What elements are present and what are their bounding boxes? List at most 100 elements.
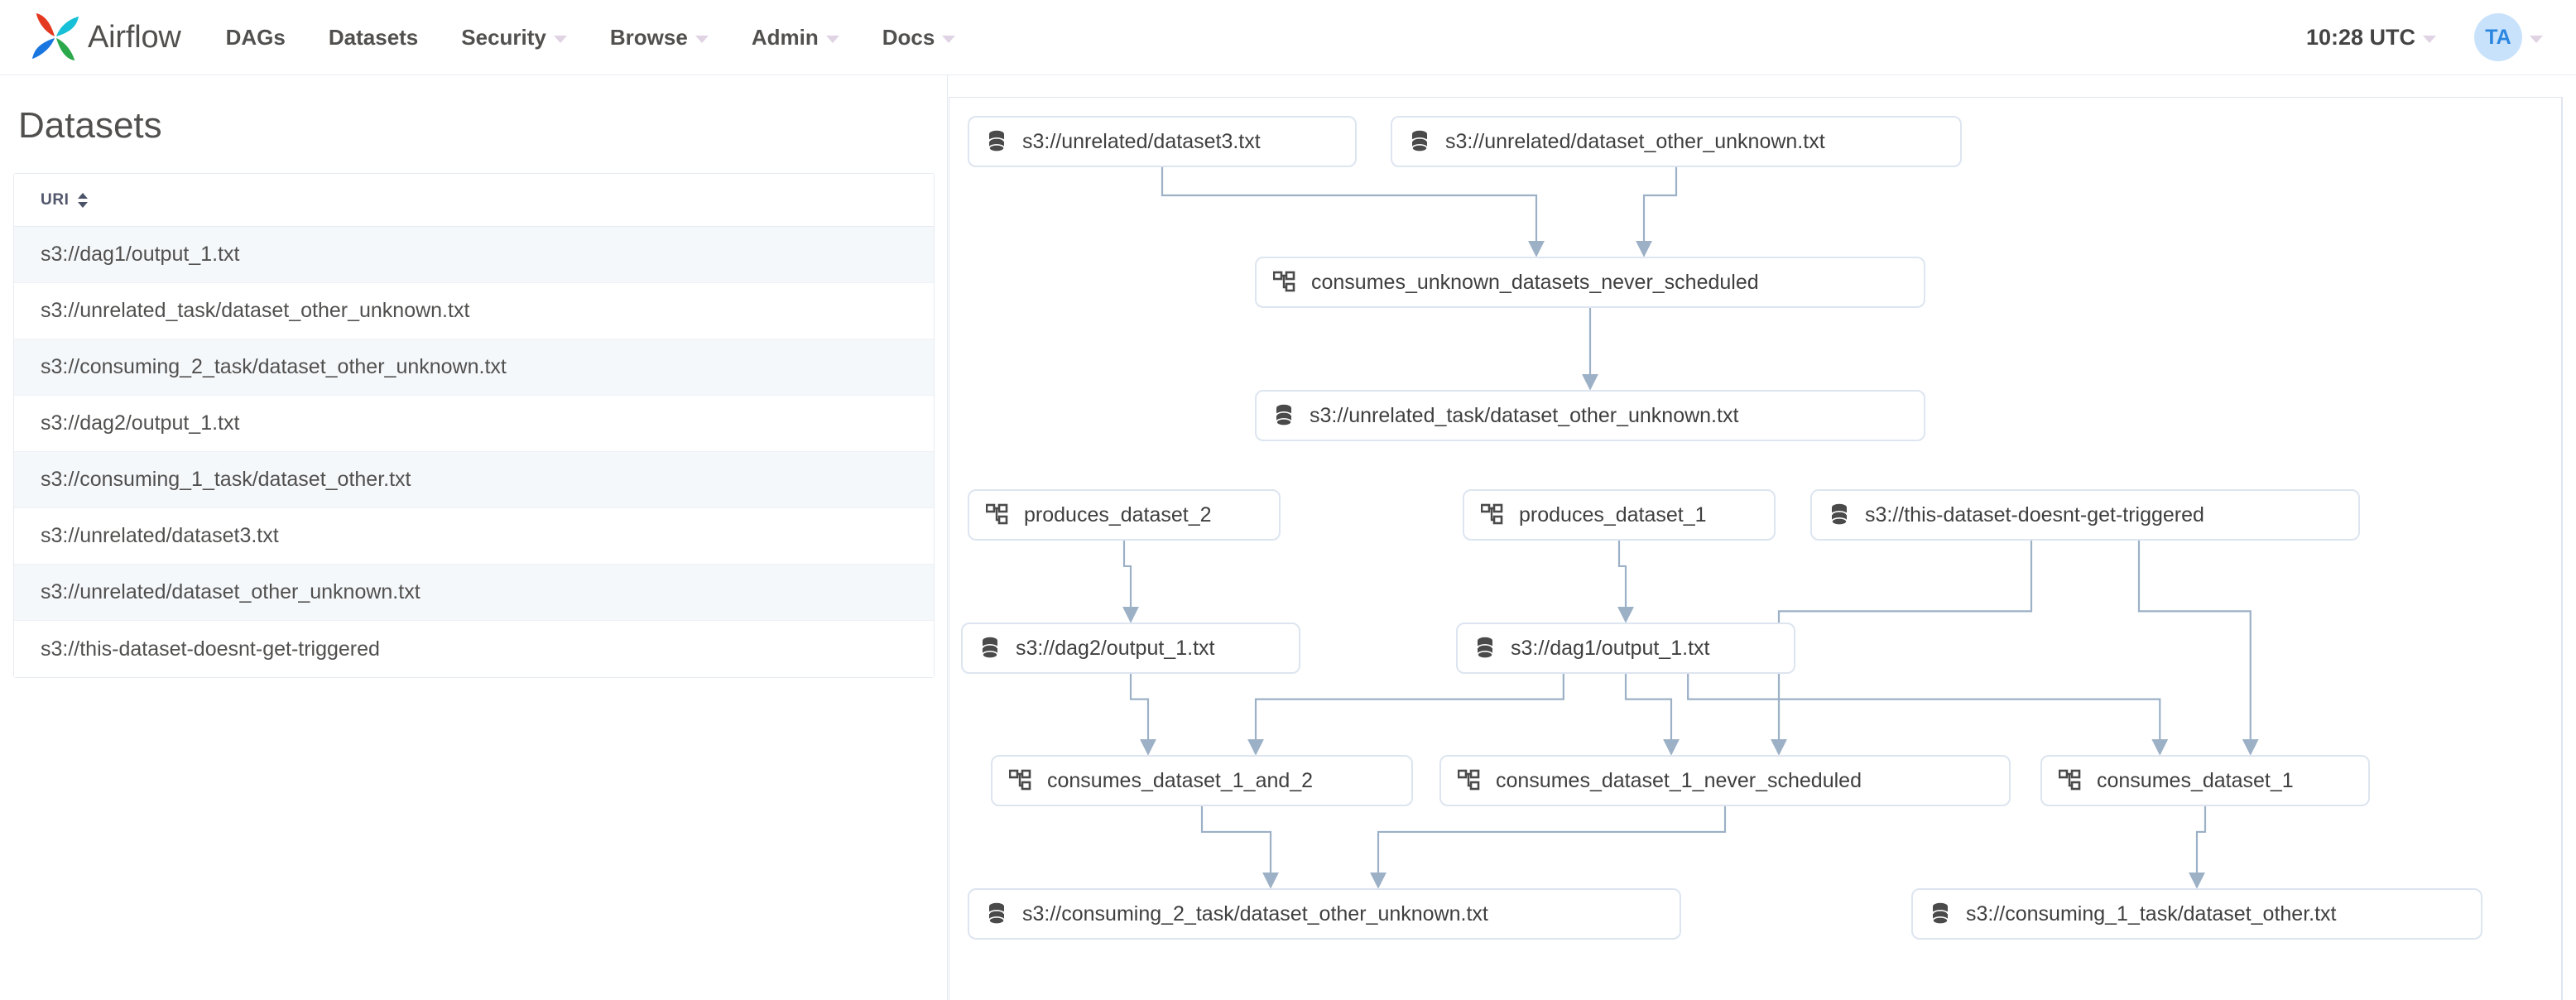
graph-node-dag_consumes_unknown[interactable]: consumes_unknown_datasets_never_schedule… xyxy=(1255,257,1925,308)
chevron-down-icon xyxy=(942,35,956,43)
table-row[interactable]: s3://dag2/output_1.txt xyxy=(14,396,934,452)
brand-title: Airflow xyxy=(88,19,181,55)
graph-node-label: s3://this-dataset-doesnt-get-triggered xyxy=(1865,502,2204,526)
graph-edge xyxy=(1247,674,1564,756)
nav-link-datasets-label: Datasets xyxy=(328,24,419,50)
column-header-uri[interactable]: URI xyxy=(41,191,89,209)
brand-logo-link[interactable]: Airflow xyxy=(30,12,181,63)
chevron-down-icon xyxy=(825,35,839,43)
dataset-uri-cell: s3://unrelated_task/dataset_other_unknow… xyxy=(41,299,470,322)
graph-node-ds_unrelated_task_other[interactable]: s3://unrelated_task/dataset_other_unknow… xyxy=(1255,390,1925,441)
graph-edge xyxy=(1370,806,1727,889)
table-row[interactable]: s3://unrelated/dataset3.txt xyxy=(14,508,934,565)
graph-node-label: s3://dag1/output_1.txt xyxy=(1511,636,1710,660)
top-navbar: Airflow DAGs Datasets Security Browse Ad… xyxy=(0,0,2576,75)
database-stack-icon xyxy=(986,129,1007,154)
user-menu[interactable]: TA xyxy=(2436,13,2543,61)
clock-label: 10:28 UTC xyxy=(2305,24,2415,50)
graph-node-label: produces_dataset_1 xyxy=(1519,502,1707,526)
chevron-down-icon xyxy=(2530,35,2543,43)
graph-node-ds_unrelated_other_unknown[interactable]: s3://unrelated/dataset_other_unknown.txt xyxy=(1391,116,1962,167)
dataset-uri-cell: s3://dag1/output_1.txt xyxy=(41,243,240,266)
graph-node-dag_consumes_1_and_2[interactable]: consumes_dataset_1_and_2 xyxy=(991,755,1413,806)
dataset-uri-cell: s3://unrelated/dataset_other_unknown.txt xyxy=(41,580,421,603)
nav-link-browse[interactable]: Browse xyxy=(610,25,709,50)
database-stack-icon xyxy=(1273,403,1295,428)
nav-link-dags[interactable]: DAGs xyxy=(226,25,286,50)
graph-node-dag_consumes_dataset_1[interactable]: consumes_dataset_1 xyxy=(2040,755,2370,806)
dataset-uri-cell: s3://consuming_2_task/dataset_other_unkn… xyxy=(41,355,507,378)
graph-edge xyxy=(1161,167,1545,257)
navbar-right-group: 10:28 UTC TA xyxy=(2306,13,2543,61)
chevron-down-icon xyxy=(694,35,709,43)
table-row[interactable]: s3://consuming_1_task/dataset_other.txt xyxy=(14,452,934,508)
database-stack-icon xyxy=(986,901,1007,926)
dataset-uri-cell: s3://unrelated/dataset3.txt xyxy=(41,524,279,547)
dataset-uri-cell: s3://this-dataset-doesnt-get-triggered xyxy=(41,637,380,661)
table-row[interactable]: s3://unrelated_task/dataset_other_unknow… xyxy=(14,283,934,339)
chevron-down-icon xyxy=(2423,35,2436,43)
graph-node-label: produces_dataset_2 xyxy=(1024,502,1212,526)
database-stack-icon xyxy=(979,636,1001,661)
graph-edge xyxy=(1636,167,1678,257)
sitemap-dag-icon xyxy=(1481,503,1504,526)
nav-links: DAGs Datasets Security Browse Admin Docs xyxy=(226,25,999,50)
sitemap-dag-icon xyxy=(1009,769,1032,792)
graph-edge xyxy=(1624,674,1680,756)
database-stack-icon xyxy=(1829,502,1850,527)
datasets-table: URI s3://dag1/output_1.txt s3://unrelated… xyxy=(13,173,935,678)
graph-node-label: s3://consuming_1_task/dataset_other.txt xyxy=(1966,901,2337,925)
graph-node-ds_consuming_1_other[interactable]: s3://consuming_1_task/dataset_other.txt xyxy=(1911,888,2482,940)
nav-link-docs-label: Docs xyxy=(882,24,935,50)
nav-link-browse-label: Browse xyxy=(609,24,688,50)
graph-edge xyxy=(1617,541,1634,623)
database-stack-icon xyxy=(1930,901,1951,926)
graph-node-ds_not_triggered[interactable]: s3://this-dataset-doesnt-get-triggered xyxy=(1810,489,2360,541)
graph-edge xyxy=(2189,806,2207,889)
graph-node-label: s3://unrelated/dataset_other_unknown.txt xyxy=(1445,129,1825,153)
airflow-pinwheel-logo-icon xyxy=(30,12,81,63)
avatar: TA xyxy=(2474,13,2522,61)
chevron-down-icon xyxy=(553,35,567,43)
graph-node-ds_unrelated_dataset3[interactable]: s3://unrelated/dataset3.txt xyxy=(968,116,1357,167)
sitemap-dag-icon xyxy=(1458,769,1481,792)
graph-node-label: s3://consuming_2_task/dataset_other_unkn… xyxy=(1022,901,1488,925)
table-header-row: URI xyxy=(14,174,934,227)
graph-edge xyxy=(1122,541,1139,623)
table-row[interactable]: s3://this-dataset-doesnt-get-triggered xyxy=(14,621,934,677)
graph-node-label: consumes_dataset_1_and_2 xyxy=(1047,768,1314,792)
graph-node-label: s3://dag2/output_1.txt xyxy=(1016,636,1215,660)
database-stack-icon xyxy=(1474,636,1496,661)
database-stack-icon xyxy=(1409,129,1430,154)
nav-link-security[interactable]: Security xyxy=(461,25,567,50)
graph-node-ds_dag2_output[interactable]: s3://dag2/output_1.txt xyxy=(961,623,1300,674)
nav-link-datasets[interactable]: Datasets xyxy=(329,25,418,50)
graph-node-dag_produces_dataset_2[interactable]: produces_dataset_2 xyxy=(968,489,1281,541)
table-row[interactable]: s3://unrelated/dataset_other_unknown.txt xyxy=(14,565,934,621)
graph-node-label: consumes_dataset_1_never_scheduled xyxy=(1496,768,1862,792)
nav-link-admin[interactable]: Admin xyxy=(752,25,839,50)
graph-node-label: s3://unrelated_task/dataset_other_unknow… xyxy=(1310,403,1739,427)
graph-node-dag_produces_dataset_1[interactable]: produces_dataset_1 xyxy=(1463,489,1776,541)
graph-node-label: consumes_unknown_datasets_never_schedule… xyxy=(1311,270,1759,294)
sitemap-dag-icon xyxy=(986,503,1009,526)
timezone-selector[interactable]: 10:28 UTC xyxy=(2306,25,2436,50)
dataset-uri-cell: s3://consuming_1_task/dataset_other.txt xyxy=(41,468,411,491)
nav-link-docs[interactable]: Docs xyxy=(882,25,956,50)
dataset-uri-cell: s3://dag2/output_1.txt xyxy=(41,411,240,435)
table-row[interactable]: s3://consuming_2_task/dataset_other_unkn… xyxy=(14,339,934,396)
dataset-dependency-graph[interactable]: s3://unrelated/dataset3.txt s3://unrelate… xyxy=(949,97,2563,1000)
sitemap-dag-icon xyxy=(1273,271,1296,294)
sitemap-dag-icon xyxy=(2059,769,2082,792)
graph-edge xyxy=(1687,674,2169,756)
graph-edge xyxy=(1129,674,1156,756)
graph-node-ds_consuming_2_other[interactable]: s3://consuming_2_task/dataset_other_unkn… xyxy=(968,888,1681,940)
graph-edge-layer xyxy=(1122,167,2259,889)
graph-node-ds_dag1_output[interactable]: s3://dag1/output_1.txt xyxy=(1456,623,1795,674)
graph-edge xyxy=(2137,541,2259,756)
sort-updown-icon xyxy=(76,191,89,209)
graph-node-dag_consumes_1_never[interactable]: consumes_dataset_1_never_scheduled xyxy=(1439,755,2011,806)
table-row[interactable]: s3://dag1/output_1.txt xyxy=(14,227,934,283)
graph-node-label: consumes_dataset_1 xyxy=(2097,768,2294,792)
